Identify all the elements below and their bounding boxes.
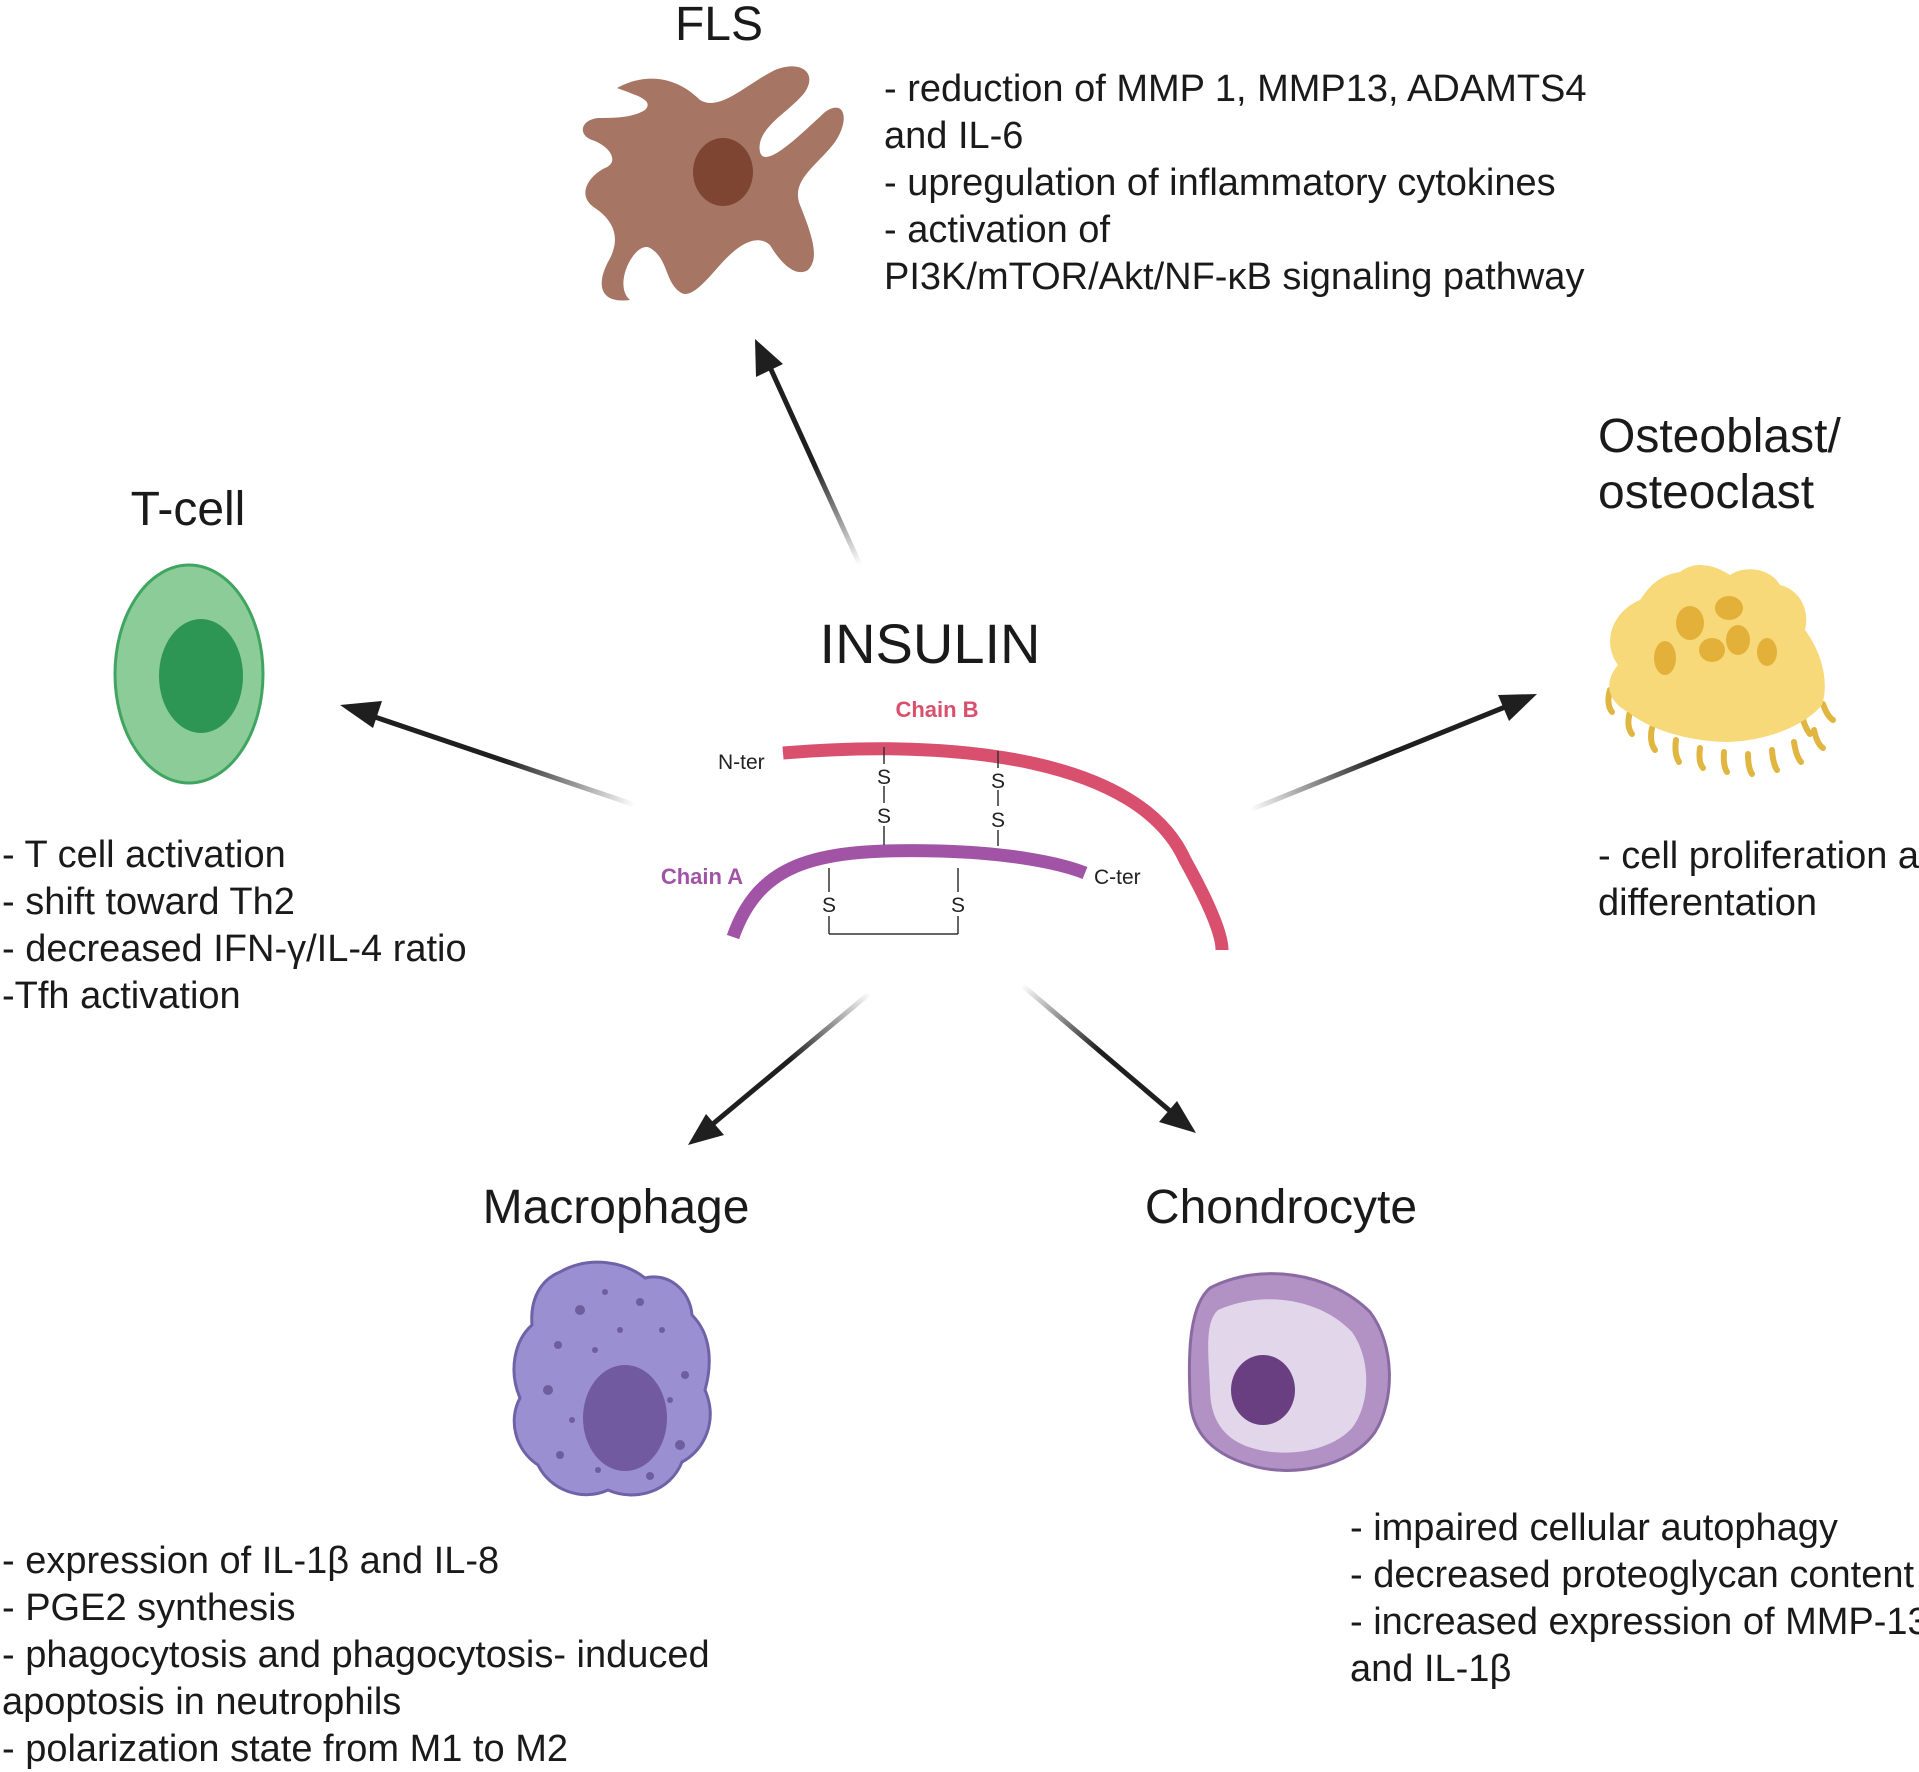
osteo-cell-icon [1605,564,1836,777]
fls-effects: - reduction of MMP 1, MMP13, ADAMTS4 and… [884,68,1587,298]
osteo-title-line2: osteoclast [1598,466,1814,519]
macrophage-effect-line: - expression of IL-1β and IL-8 [2,1540,499,1582]
disulfide-s: S [877,766,891,789]
arrow-to-osteo [1249,702,1511,813]
fls-title: FLS [675,0,763,51]
osteo-effect-line: differentation [1598,882,1817,924]
osteo-villi [1605,687,1836,777]
osteo-spot [1715,596,1743,620]
tcell-group: T-cell - T cell activation - shift towar… [2,483,467,1017]
tcell-effect-line: - shift toward Th2 [2,881,295,923]
tcell-effects: - T cell activation - shift toward Th2 -… [2,834,467,1017]
disulfide-s: S [822,894,836,917]
disulfide-bonds [828,747,999,935]
chondrocyte-effect-line: - decreased proteoglycan content [1350,1554,1914,1596]
arrowhead-macrophage [688,1114,724,1145]
arrow-to-macrophage [706,991,872,1130]
chain-b-strand [782,742,1229,951]
chain-a-strand [726,844,1088,940]
macrophage-effects: - expression of IL-1β and IL-8 - PGE2 sy… [2,1540,710,1770]
macrophage-group: Macrophage - expression of IL-1β and IL-… [2,1181,749,1770]
arrowhead-chondrocyte [1159,1101,1196,1133]
osteo-effect-line: - cell proliferation and [1598,835,1919,877]
disulfide-s: S [951,894,965,917]
fls-effect-line: - reduction of MMP 1, MMP13, ADAMTS4 [884,68,1587,110]
macrophage-granules [543,1289,689,1480]
arrows [340,339,1537,1145]
fls-effect-line: PI3K/mTOR/Akt/NF-κB signaling pathway [884,256,1584,298]
c-ter-label: C-ter [1094,866,1141,889]
chondrocyte-effects: - impaired cellular autophagy - decrease… [1350,1507,1919,1690]
macrophage-effect-line: - phagocytosis and phagocytosis- induced [2,1634,710,1676]
macrophage-effect-line: - polarization state from M1 to M2 [2,1728,568,1770]
n-ter-label: N-ter [718,751,765,774]
chondrocyte-effect-line: - impaired cellular autophagy [1350,1507,1838,1549]
disulfide-s: S [877,805,891,828]
tcell-nucleus [159,619,243,733]
chondrocyte-title: Chondrocyte [1145,1181,1417,1234]
osteo-spot [1654,641,1676,675]
fls-effect-line: - upregulation of inflammatory cytokines [884,162,1556,204]
chain-b-label: Chain B [895,697,978,722]
fls-nucleus [693,138,753,206]
fls-effect-line: and IL-6 [884,115,1023,157]
macrophage-nucleus [583,1365,667,1471]
chain-a-label: Chain A [661,864,743,889]
osteo-spot [1699,638,1725,662]
insulin-title: INSULIN [820,612,1041,675]
macrophage-title: Macrophage [483,1181,750,1234]
macrophage-effect-line: - PGE2 synthesis [2,1587,296,1629]
macrophage-effect-line: apoptosis in neutrophils [2,1681,401,1723]
tcell-effect-line: -Tfh activation [2,975,241,1017]
chondrocyte-effect-line: - increased expression of MMP-13 [1350,1601,1919,1643]
osteo-effects: - cell proliferation and differentation [1598,835,1919,924]
tcell-title: T-cell [131,483,246,536]
arrow-to-fls [766,363,863,567]
arrowhead-fls [755,339,783,377]
disulfide-s: S [991,770,1005,793]
arrowhead-tcell [340,701,382,728]
fls-effect-line: - activation of [884,209,1110,251]
tcell-effect-line: - decreased IFN-γ/IL-4 ratio [2,928,467,970]
osteo-spot [1726,625,1750,655]
arrowhead-osteo [1498,694,1537,721]
chondrocyte-effect-line: and IL-1β [1350,1648,1511,1690]
fls-group: FLS - reduction of MMP 1, MMP13, ADAMTS4… [582,0,1587,301]
osteo-title-line1: Osteoblast/ [1598,410,1841,463]
osteo-spot [1676,606,1704,640]
arrow-to-tcell [365,711,636,808]
osteo-spot [1757,638,1777,666]
chondrocyte-nucleus [1231,1355,1295,1425]
osteo-group: Osteoblast/ osteoclast [1598,410,1919,924]
disulfide-s: S [991,809,1005,832]
insulin-group: INSULIN Chain B N-ter Chain A C-ter S S … [661,612,1229,951]
tcell-effect-line: - T cell activation [2,834,286,876]
chondrocyte-group: Chondrocyte - impaired cellular autophag… [1145,1181,1919,1690]
arrow-to-chondrocyte [1020,983,1178,1118]
